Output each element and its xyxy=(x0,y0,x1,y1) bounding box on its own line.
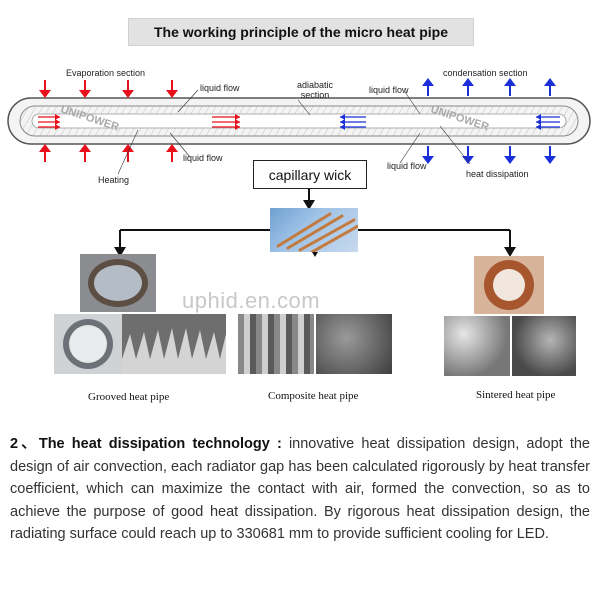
heat-flow-arrowhead xyxy=(79,144,91,152)
heat-pipe-illustration: UNIPOWER UNIPOWER xyxy=(7,78,591,175)
heating-label: Heating xyxy=(98,175,130,185)
paragraph-heading: 2、The heat dissipation technology : xyxy=(10,436,282,452)
internal-flow-arrowhead xyxy=(55,114,60,120)
internal-flow-arrowhead xyxy=(340,124,345,130)
grooved-pipe-photo xyxy=(80,254,156,312)
caption-sintered: Sintered heat pipe xyxy=(476,389,556,401)
internal-flow-arrowhead xyxy=(536,124,541,130)
diagram-title: The working principle of the micro heat … xyxy=(128,18,474,46)
heat-flow-arrowhead xyxy=(422,78,434,86)
composite-mesh-photo xyxy=(238,314,314,374)
heat-flow-arrowhead xyxy=(504,78,516,86)
grooved-ring-photo xyxy=(54,314,122,374)
sintered-pipe-photo xyxy=(474,256,544,314)
caption-composite: Composite heat pipe xyxy=(268,390,359,402)
heat-pipe-diagram: The working principle of the micro heat … xyxy=(7,18,591,403)
leader-line xyxy=(177,89,199,113)
grooved-closeup-photo xyxy=(122,314,226,374)
paragraph-body: innovative heat dissipation design, adop… xyxy=(10,436,590,542)
leader-line xyxy=(399,132,421,164)
leader-line xyxy=(297,99,311,116)
liquid-flow-label: liquid flow xyxy=(200,83,240,93)
caption-grooved: Grooved heat pipe xyxy=(88,391,170,403)
heat-flow-arrowhead xyxy=(544,78,556,86)
sintered-closeup-photo xyxy=(512,316,576,376)
internal-flow-arrowhead xyxy=(536,114,541,120)
condensation-section-label: condensation section xyxy=(443,68,528,78)
internal-flow-arrowhead xyxy=(340,119,345,125)
adiabatic-section-label: adiabatic section xyxy=(296,80,334,100)
heat-flow-arrowhead xyxy=(544,156,556,164)
capillary-wick-box: capillary wick xyxy=(253,160,367,189)
heat-flow-arrowhead xyxy=(79,90,91,98)
connector-arrowhead xyxy=(504,247,516,257)
capillary-wick-photo xyxy=(270,208,358,252)
heat-flow-arrowhead xyxy=(166,90,178,98)
heat-flow-arrowhead xyxy=(39,144,51,152)
pipe-vapor-channel xyxy=(31,113,567,129)
leader-line xyxy=(117,129,139,175)
heat-dissipation-label: heat dissipation xyxy=(466,169,529,179)
internal-flow-arrowhead xyxy=(55,119,60,125)
connector-arrowhead xyxy=(114,247,126,257)
internal-flow-arrowhead xyxy=(55,124,60,130)
internal-flow-arrowhead xyxy=(340,114,345,120)
internal-flow-arrowhead xyxy=(235,119,240,125)
heat-flow-arrowhead xyxy=(504,156,516,164)
leader-line xyxy=(404,91,421,115)
leader-line xyxy=(169,132,191,158)
heat-flow-arrowhead xyxy=(166,144,178,152)
description-paragraph: 2、The heat dissipation technology : inno… xyxy=(10,433,590,546)
evaporation-section-label: Evaporation section xyxy=(66,68,146,78)
heat-flow-arrowhead xyxy=(422,156,434,164)
heat-flow-arrowhead xyxy=(122,144,134,152)
heat-flow-arrowhead xyxy=(39,90,51,98)
heat-flow-arrowhead xyxy=(122,90,134,98)
internal-flow-arrowhead xyxy=(235,124,240,130)
sintered-particles-photo xyxy=(444,316,510,376)
liquid-flow-label: liquid flow xyxy=(387,161,427,171)
leader-line xyxy=(439,125,471,165)
watermark-text: uphid.en.com xyxy=(182,288,321,313)
internal-flow-arrowhead xyxy=(536,119,541,125)
internal-flow-arrowhead xyxy=(235,114,240,120)
heat-flow-arrowhead xyxy=(462,78,474,86)
composite-closeup-photo xyxy=(316,314,392,374)
liquid-flow-label: liquid flow xyxy=(183,153,223,163)
liquid-flow-label: liquid flow xyxy=(369,85,409,95)
connector-arrowhead xyxy=(303,200,315,210)
